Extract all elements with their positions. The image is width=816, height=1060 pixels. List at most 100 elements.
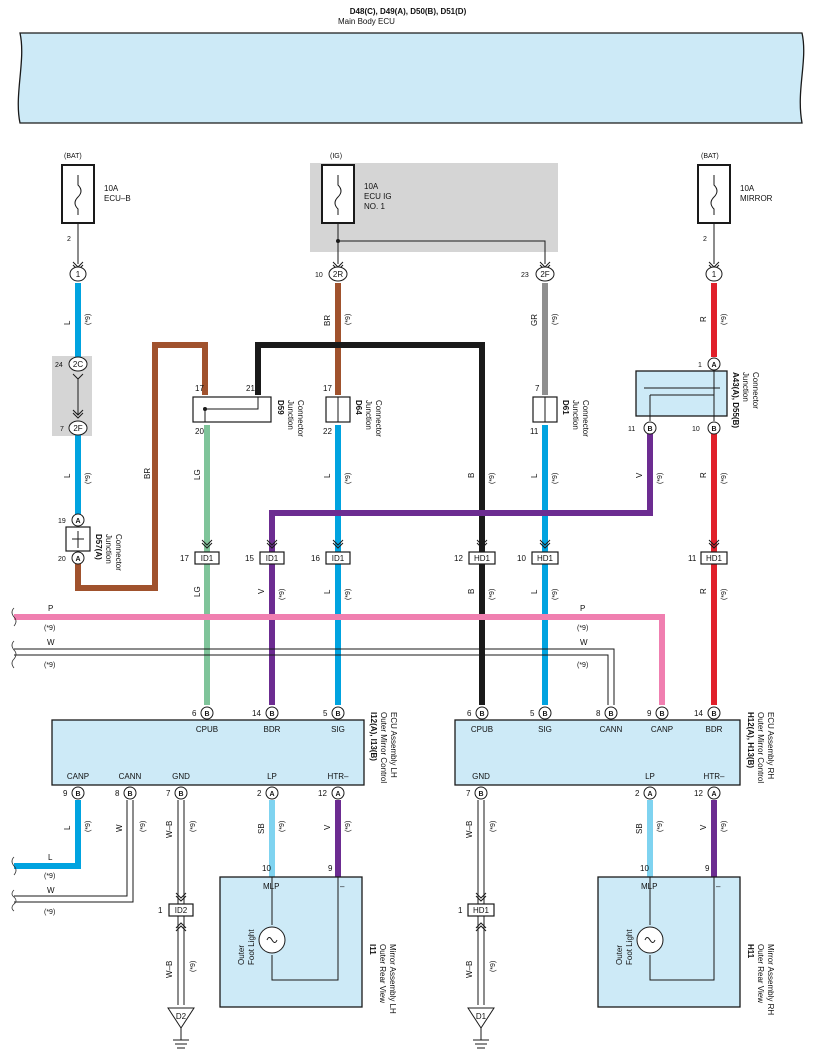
ground-label: D1	[476, 1012, 487, 1021]
terminal-label: B	[711, 711, 716, 718]
fuse-ig-amp: 10A	[364, 182, 379, 191]
pin-label: 21	[246, 384, 255, 393]
terminal-label: 2C	[73, 360, 83, 369]
mirror-code: I11	[368, 944, 377, 955]
pin-label: 9	[63, 789, 68, 798]
fuse-ig-name1: ECU IG	[364, 192, 392, 201]
wire-color-label: L	[530, 473, 539, 478]
pin-label: 1	[698, 362, 702, 369]
wire-color-label: L	[48, 853, 53, 862]
wire-note-label: (*9)	[552, 314, 559, 325]
junction-sub: Connector	[296, 400, 305, 437]
mirror-name: Mirror Assembly RH	[766, 944, 775, 1015]
wire-color-label: BR	[143, 468, 152, 479]
fuse-ecu-b-name: ECU–B	[104, 194, 131, 203]
mirror-name: Mirror Assembly LH	[388, 944, 397, 1014]
ground-d1: HD1 1 D1	[458, 892, 495, 1049]
lh-mirror-assembly: 10 9 MLP – Outer Foot Light I11 Outer Re…	[219, 864, 397, 1014]
junction-d57: A 19 A 20 D57(A) Junction Connector	[58, 513, 123, 571]
pin-label: 10	[315, 272, 323, 279]
pin-name: GND	[472, 772, 490, 781]
pin-label: 24	[55, 362, 63, 369]
junction-d64: 17 22 D64 Junction Connector	[323, 384, 383, 437]
pin-label: 11	[628, 426, 635, 433]
pin-name: HTR–	[704, 772, 725, 781]
wire-color-label: V	[257, 588, 266, 594]
wire-note-label: (*9)	[279, 589, 286, 600]
connector-hd1-1	[467, 903, 495, 917]
top-terminals: 1 2R 10 2F 23 1	[69, 261, 723, 282]
wire-color-label: L	[63, 320, 72, 325]
pin-label: 10	[262, 864, 271, 873]
junction-d59: 17 21 20 D59 Junction Connector	[192, 384, 305, 437]
pin-name: BDR	[706, 725, 723, 734]
wire-color-label: P	[48, 604, 53, 613]
wire-color-label: L	[63, 473, 72, 478]
pin-label: 19	[58, 518, 66, 525]
wire-layer	[14, 283, 717, 1005]
wire-color-label: W	[580, 638, 588, 647]
wire-note-label: (*9)	[190, 961, 197, 972]
mirror-name: Outer Rear View	[378, 944, 387, 1003]
junction-type: Junction	[364, 400, 373, 430]
wire-color-label: L	[323, 473, 332, 478]
terminal-label: 2F	[73, 424, 82, 433]
lh-ecu-box	[51, 719, 365, 786]
pin-name: LP	[645, 772, 655, 781]
wire-color-label: R	[699, 472, 708, 478]
wire-color-label: V	[635, 472, 644, 478]
wire-color-label: LG	[193, 469, 202, 480]
terminal-label: 2F	[540, 270, 549, 279]
connector-id2-1	[168, 903, 194, 917]
ecu-name: Outer Mirror Control	[756, 712, 765, 783]
junction-code: A43(A), D55(B)	[731, 372, 740, 428]
pin-name: LP	[267, 772, 277, 781]
wire-note-label: (*9)	[85, 821, 92, 832]
wire-note-label: (*9)	[721, 314, 728, 325]
wire-note-label: (*9)	[279, 821, 286, 832]
pin-label: 7	[166, 789, 171, 798]
light-name: Foot Light	[247, 929, 256, 965]
wire-note-label: (*9)	[44, 625, 55, 632]
wire-note-label: (*9)	[85, 314, 92, 325]
main-ecu-name: Main Body ECU	[338, 17, 395, 26]
wire-color-label: V	[699, 824, 708, 830]
pin-label: 12	[454, 554, 463, 563]
wire-color-label: L	[530, 589, 539, 594]
connector-hd1-10	[531, 551, 559, 565]
wire-w-bus-b	[14, 654, 609, 705]
connector-label: HD1	[537, 554, 554, 563]
fuse-ecu-b: (BAT) 10A ECU–B 2	[61, 153, 131, 264]
wire-note-label: (*9)	[44, 909, 55, 916]
mirror-name: Outer Rear View	[756, 944, 765, 1003]
junction-type: Junction	[104, 534, 113, 564]
pin-label: 1	[158, 906, 163, 915]
wire-note-label: (*9)	[489, 473, 496, 484]
pin-label: 12	[694, 789, 703, 798]
terminal-label: A	[75, 518, 80, 525]
terminal-label: B	[478, 791, 483, 798]
wire-note-label: (*9)	[190, 821, 197, 832]
terminal-label: 2R	[333, 270, 343, 279]
pin-name: CPUB	[196, 725, 218, 734]
pin-label: 7	[466, 789, 471, 798]
terminal-label: A	[647, 791, 652, 798]
terminal-2c	[68, 356, 88, 372]
rh-ecu-box	[454, 719, 741, 786]
wire-note-label: (*9)	[44, 873, 55, 880]
junction-d61: 7 11 D61 Junction Connector	[530, 384, 590, 437]
pin-name: CPUB	[471, 725, 493, 734]
wire-w-bus-a	[14, 648, 615, 705]
junction-sub: Connector	[751, 372, 760, 409]
lh-mirror-ecu: B 6 CPUB B 14 BDR B 5 SIG CANP B 9 CANN …	[51, 706, 398, 800]
terminal-label: B	[335, 711, 340, 718]
pin-label: 6	[467, 709, 472, 718]
wire-p-bus	[14, 614, 665, 705]
wire-color-label: SB	[635, 823, 644, 834]
main-ecu-box	[17, 32, 805, 124]
wire-note-label: (*9)	[721, 589, 728, 600]
junction-type: Junction	[741, 372, 750, 402]
pin-name: CANN	[119, 772, 142, 781]
pin-name: –	[716, 882, 721, 891]
